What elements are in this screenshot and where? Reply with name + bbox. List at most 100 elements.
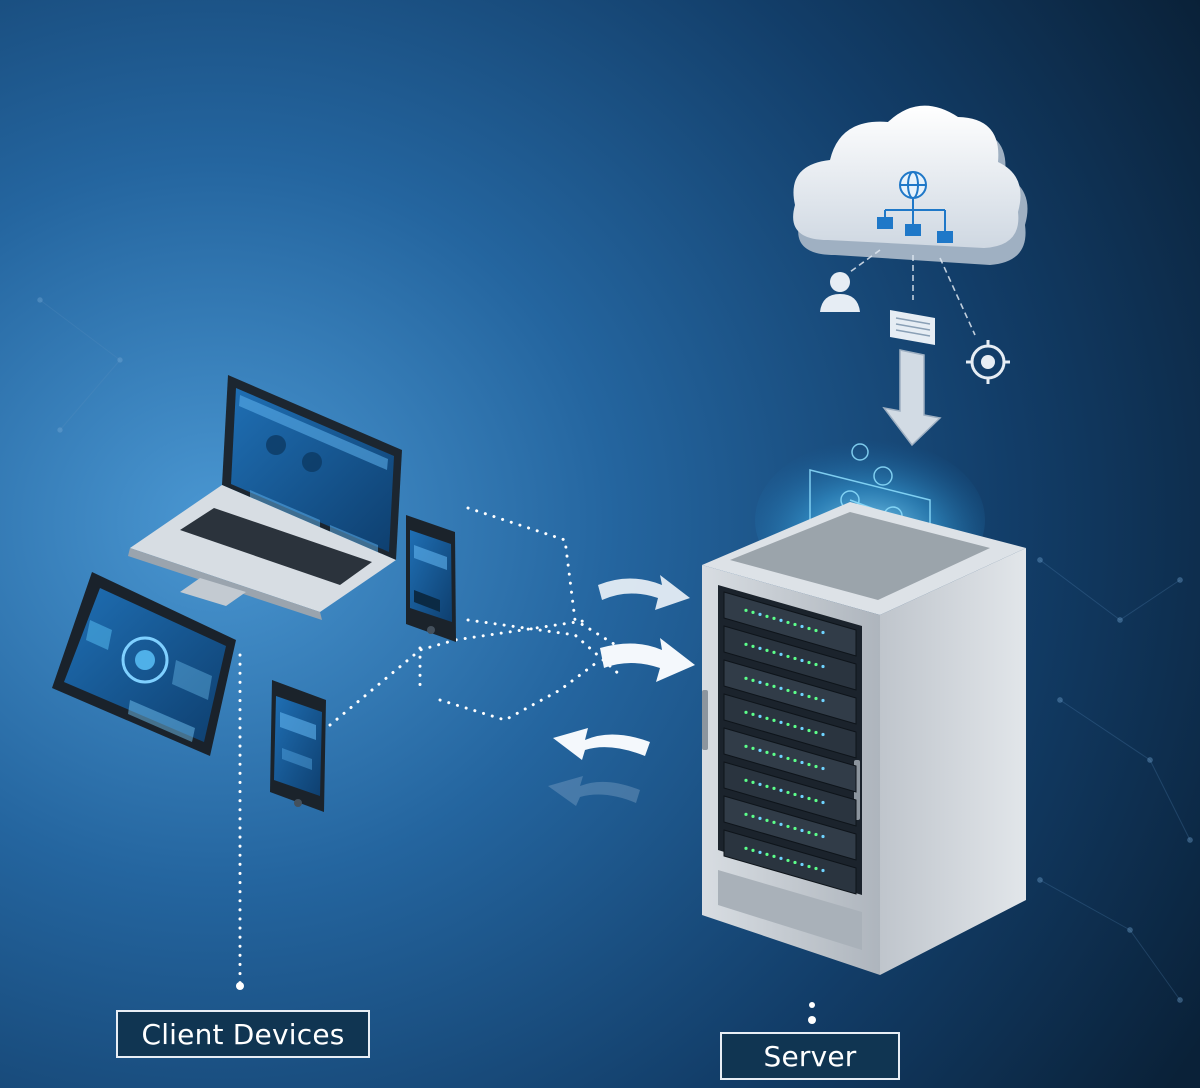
status-led [779,754,783,759]
status-led [814,628,818,633]
server-unit [723,829,857,895]
status-led [786,858,790,863]
status-led [758,850,762,854]
status-led [779,822,783,827]
status-led [779,686,783,691]
status-led [751,848,755,852]
status-led [744,846,748,850]
cloud-icon [793,105,1028,265]
status-led [793,656,797,661]
status-led [765,750,769,754]
status-led [821,800,825,805]
status-led [786,654,790,659]
status-led [758,782,762,786]
status-led [793,826,797,831]
laptop-icon [128,375,402,620]
status-led [807,762,811,767]
status-led [751,746,755,750]
status-led [744,676,748,680]
status-led [793,622,797,627]
status-led [751,610,755,614]
server-connector-dot [809,1002,815,1008]
status-led [786,756,790,761]
status-led [758,680,762,684]
smartphone-icon [406,515,456,642]
status-led [793,860,797,865]
status-led [793,690,797,695]
status-led [786,688,790,693]
server-rack-icon [702,440,1026,975]
status-led [751,712,755,716]
status-led [765,852,769,856]
status-led [779,856,783,861]
status-led [779,652,783,657]
status-led [744,744,748,748]
status-led [765,648,769,652]
data-flow-arrow-icon [548,776,640,806]
status-led [793,724,797,729]
keyboard-icon [890,310,935,345]
status-led [800,624,804,629]
status-led [807,660,811,665]
client-devices-label: Client Devices [116,1010,370,1058]
status-led [751,678,755,682]
status-led [765,716,769,720]
status-led [821,766,825,771]
status-led [758,748,762,752]
status-led [772,718,776,722]
server-unit [723,659,857,725]
rack-units [723,591,857,895]
status-led [800,862,804,867]
status-led [821,630,825,635]
status-led [814,798,818,803]
status-led [807,830,811,835]
data-flow-arrow-icon [598,575,690,610]
status-led [786,722,790,727]
server-unit [723,693,857,759]
status-led [814,866,818,871]
status-led [758,714,762,718]
status-led [807,694,811,699]
status-led [744,812,748,816]
user-icon [820,272,860,312]
status-led [814,730,818,735]
server-unit [723,625,857,691]
status-led [772,684,776,688]
status-led [807,796,811,801]
status-led [758,646,762,650]
globe-network-icon [877,171,953,243]
status-led [800,692,804,697]
status-led [793,792,797,797]
status-led [744,642,748,646]
network-mesh-decoration [37,297,1193,1003]
status-led [786,620,790,625]
server-unit [723,727,857,793]
status-led [765,682,769,686]
status-led [779,720,783,725]
status-led [821,698,825,703]
status-led [772,820,776,824]
data-flow-arrow-icon [600,638,695,682]
server-label: Server [720,1032,900,1080]
status-led [821,868,825,873]
status-led [800,726,804,731]
status-led [758,612,762,616]
status-led [744,778,748,782]
server-unit [723,591,857,657]
status-led [772,786,776,790]
data-flow-arrow-icon [553,728,650,760]
status-led [772,752,776,756]
status-led [793,758,797,763]
status-led [807,626,811,631]
gear-shield-icon [966,340,1010,384]
tablet-icon [52,572,236,756]
client-devices-connector-dot [236,982,244,990]
cloud-connection-lines [849,249,976,336]
status-led [814,696,818,701]
status-led [758,816,762,820]
status-led [786,790,790,795]
server-unit [723,795,857,861]
status-led [786,824,790,829]
status-led [765,818,769,822]
